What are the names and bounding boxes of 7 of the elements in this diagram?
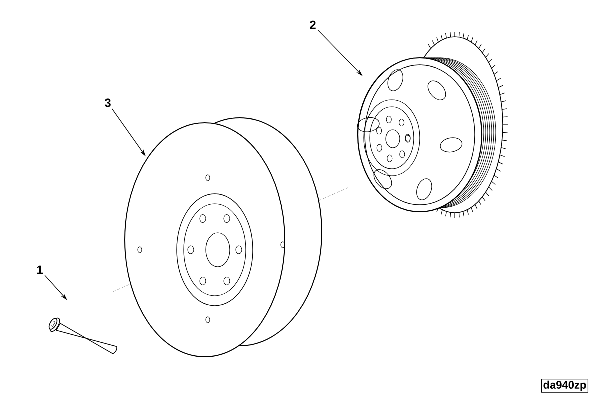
callout-number: 2: [310, 20, 316, 30]
figure-code: da940zp: [542, 379, 588, 393]
callout-number: 3: [104, 98, 111, 108]
pulley-drawing: [357, 32, 508, 218]
bolt-drawing: [48, 318, 118, 354]
callout-number: 1: [37, 266, 43, 274]
damper-drawing: [124, 118, 322, 358]
